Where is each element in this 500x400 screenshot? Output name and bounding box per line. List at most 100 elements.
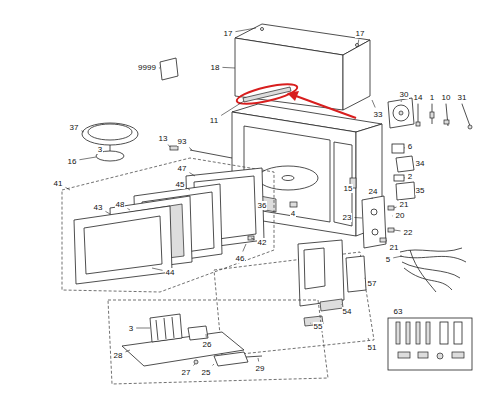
callout-number: 31: [457, 93, 468, 102]
leader-line: [372, 100, 375, 108]
leader-line: [221, 101, 244, 115]
leader-line: [401, 101, 403, 103]
leader-line: [394, 230, 401, 232]
leader-line: [243, 244, 246, 252]
callout-number: 63: [393, 307, 404, 316]
callout-number: 17: [355, 29, 366, 38]
callout-number: 21: [399, 200, 410, 209]
callout-number: 23: [342, 213, 353, 222]
door-group-outline: [62, 158, 274, 292]
callout-number: 24: [368, 187, 379, 196]
leader-line: [341, 304, 342, 306]
base-group-outline: [108, 300, 328, 384]
leader-line: [193, 364, 195, 366]
leader-line: [431, 103, 432, 105]
base-assembly: [122, 314, 262, 366]
leader-line: [189, 148, 192, 151]
leader-line: [462, 103, 463, 105]
leader-line: [258, 358, 260, 362]
callout-number: 4: [290, 209, 296, 218]
callout-number: 42: [257, 238, 268, 247]
callout-number: 51: [367, 343, 378, 352]
leader-line: [404, 147, 406, 148]
leader-line: [127, 208, 130, 210]
callout-number: 93: [177, 137, 188, 146]
callout-number: 15: [343, 184, 354, 193]
leader-line: [393, 256, 402, 258]
callout-number: 54: [342, 307, 353, 316]
leader-line: [372, 198, 373, 200]
callout-number: 20: [395, 211, 406, 220]
leader-line: [189, 173, 195, 176]
callout-number: 11: [209, 116, 219, 125]
wire-harness: [400, 248, 466, 292]
callout-number: 44: [165, 268, 176, 277]
callout-number: 35: [415, 186, 426, 195]
door-assembly: [74, 168, 264, 284]
turntable: [82, 123, 138, 161]
leader-line: [136, 328, 150, 329]
leader-line: [222, 67, 235, 69]
callout-number: 18: [210, 63, 221, 72]
callout-number: 43: [93, 203, 104, 212]
callout-number: 30: [399, 90, 410, 99]
callout-number: 29: [255, 364, 266, 373]
highlight-ellipse: [235, 80, 299, 108]
callout-number: 36: [257, 201, 268, 210]
leader-line: [235, 28, 256, 32]
callout-number: 26: [202, 340, 213, 349]
leader-line: [81, 131, 84, 132]
leader-line: [368, 338, 369, 341]
callout-number: 57: [367, 279, 378, 288]
leader-line: [251, 238, 255, 239]
callout-number: 25: [201, 368, 212, 377]
callout-number: 17: [223, 29, 234, 38]
callout-number: 9999: [137, 63, 157, 72]
callout-number: 3: [128, 324, 134, 333]
callout-number: 34: [415, 159, 426, 168]
callout-number: 22: [403, 228, 414, 237]
callout-number: 16: [67, 157, 78, 166]
callout-number: 21: [389, 243, 400, 252]
latch-part: [170, 146, 178, 150]
callout-number: 13: [158, 134, 169, 143]
control-group-outline: [214, 252, 374, 356]
leader-line: [404, 177, 406, 178]
seal-strip: [190, 150, 232, 158]
leader-line: [125, 350, 130, 352]
leader-line: [358, 40, 360, 45]
leader-line: [418, 103, 419, 105]
callout-number: 6: [407, 142, 413, 151]
callout-number: 10: [441, 93, 452, 102]
callout-number: 3: [97, 145, 103, 154]
fan-motor: [388, 98, 414, 128]
callout-number: 5: [385, 255, 391, 264]
leader-line: [364, 278, 366, 279]
leader-line: [65, 187, 70, 190]
leader-line: [310, 323, 312, 324]
leader-line: [392, 215, 394, 216]
control-panel: [298, 240, 366, 326]
leader-line: [386, 240, 388, 242]
leader-line: [446, 103, 447, 105]
leader-line: [206, 334, 207, 338]
callout-number: 55: [313, 322, 324, 331]
leader-line: [213, 364, 215, 366]
leader-line: [159, 67, 160, 68]
parts-kit: [388, 318, 472, 370]
outer-cabinet: [235, 24, 370, 110]
callout-number: 27: [181, 368, 192, 377]
leader-line: [187, 188, 190, 190]
callout-number: 37: [69, 123, 80, 132]
callout-number: 2: [407, 172, 413, 181]
leader-line: [354, 217, 362, 219]
leader-line: [394, 207, 397, 208]
callout-number: 28: [113, 351, 124, 360]
leader-line: [168, 145, 170, 148]
callout-number: 47: [177, 164, 188, 173]
callout-number: 46: [235, 254, 246, 263]
trim-bar: [243, 87, 291, 102]
